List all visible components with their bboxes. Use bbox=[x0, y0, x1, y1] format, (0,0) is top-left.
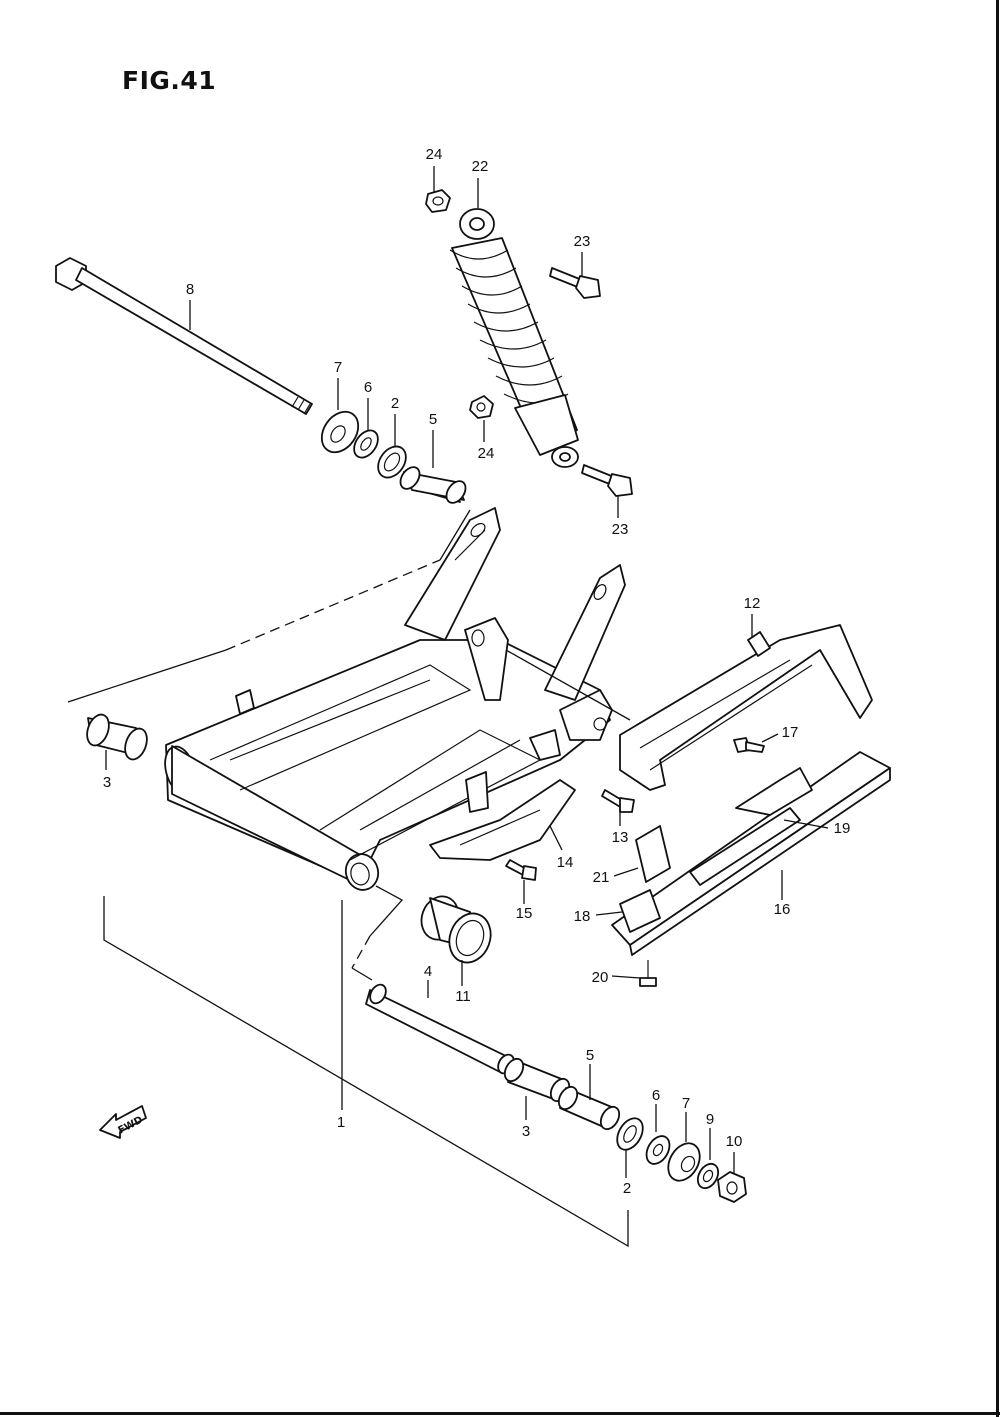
bolt-13 bbox=[601, 789, 635, 813]
callout-22: 22 bbox=[472, 158, 489, 175]
chain-case-12 bbox=[619, 624, 873, 791]
collar-3-lower bbox=[503, 1057, 571, 1103]
callout-8: 8 bbox=[186, 281, 194, 298]
guard-14 bbox=[429, 779, 576, 861]
callout-24: 24 bbox=[478, 445, 495, 462]
callout-numbers: 24 22 23 8 7 6 2 5 24 23 12 17 3 19 13 1… bbox=[103, 146, 851, 1197]
callout-7: 7 bbox=[682, 1095, 690, 1112]
callout-19: 19 bbox=[834, 820, 851, 837]
seal-2-upper bbox=[377, 445, 407, 479]
bolt-23-upper bbox=[549, 267, 601, 299]
pivot-shaft-8 bbox=[55, 257, 313, 415]
callout-21: 21 bbox=[593, 869, 610, 886]
callout-23: 23 bbox=[574, 233, 591, 250]
callout-leader-lines bbox=[105, 166, 829, 1178]
figure-title: FIG.41 bbox=[122, 66, 217, 95]
screw-20 bbox=[639, 960, 657, 987]
nut-24-upper bbox=[425, 189, 451, 213]
swing-arm-1 bbox=[164, 507, 626, 891]
collar-5-lower bbox=[557, 1085, 621, 1131]
callout-9: 9 bbox=[706, 1111, 714, 1128]
washer-9 bbox=[696, 1162, 720, 1190]
bolt-23-lower bbox=[581, 464, 633, 497]
callout-17: 17 bbox=[782, 724, 799, 741]
callout-3: 3 bbox=[103, 774, 111, 791]
callout-1: 1 bbox=[337, 1114, 345, 1131]
callout-24: 24 bbox=[426, 146, 443, 163]
callout-10: 10 bbox=[726, 1133, 743, 1150]
callout-6: 6 bbox=[364, 379, 372, 396]
nut-10 bbox=[717, 1171, 747, 1203]
washer-6-upper bbox=[353, 429, 379, 459]
bearing-7-upper bbox=[320, 410, 360, 454]
bracket-18 bbox=[619, 889, 661, 933]
nut-24-lower bbox=[469, 395, 494, 419]
callout-12: 12 bbox=[744, 595, 761, 612]
forward-direction-arrow: FWD bbox=[99, 1105, 147, 1139]
callout-6: 6 bbox=[652, 1087, 660, 1104]
callout-20: 20 bbox=[592, 969, 609, 986]
callout-4: 4 bbox=[424, 963, 432, 980]
collar-3-left bbox=[86, 713, 148, 761]
page-border-right bbox=[996, 0, 999, 1417]
chain-cover-16 bbox=[611, 751, 891, 956]
bearing-7-lower bbox=[667, 1142, 701, 1182]
callout-13: 13 bbox=[612, 829, 629, 846]
bearing-11 bbox=[420, 895, 492, 964]
callout-5: 5 bbox=[429, 411, 437, 428]
callout-5: 5 bbox=[586, 1047, 594, 1064]
bracket-21 bbox=[635, 825, 671, 883]
page-border-bottom bbox=[0, 1412, 1000, 1415]
bolt-15 bbox=[505, 859, 537, 881]
washer-6-lower bbox=[645, 1135, 671, 1165]
callout-3: 3 bbox=[522, 1123, 530, 1140]
assembly-guide-lines bbox=[67, 509, 631, 1248]
rear-shock-absorber bbox=[449, 208, 579, 468]
callout-16: 16 bbox=[774, 901, 791, 918]
callout-23: 23 bbox=[612, 521, 629, 538]
collar-5-upper bbox=[399, 466, 467, 504]
callout-11: 11 bbox=[455, 988, 471, 1005]
callout-7: 7 bbox=[334, 359, 342, 376]
callout-2: 2 bbox=[391, 395, 399, 412]
spacer-4 bbox=[365, 983, 515, 1075]
callout-14: 14 bbox=[557, 854, 574, 871]
seal-2-lower bbox=[616, 1117, 644, 1151]
bolt-17 bbox=[733, 737, 765, 753]
callout-15: 15 bbox=[516, 905, 533, 922]
callout-2: 2 bbox=[623, 1180, 631, 1197]
callout-18: 18 bbox=[574, 908, 591, 925]
